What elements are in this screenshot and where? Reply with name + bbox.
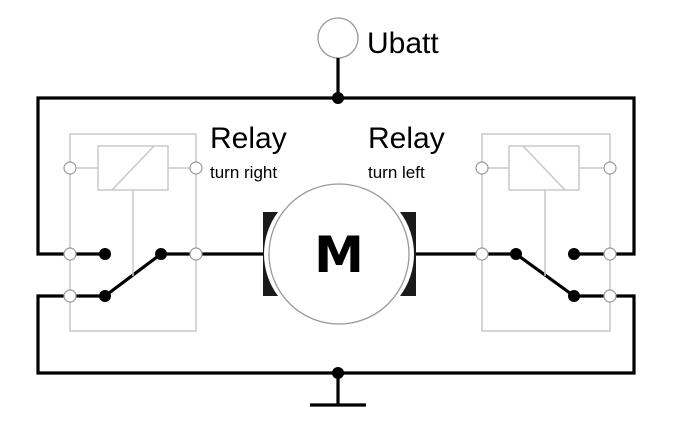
supply-label: Ubatt — [367, 27, 439, 60]
motor-brush-left — [263, 212, 278, 296]
contact-dots — [99, 92, 580, 379]
relay-right-coil-terminal-right — [189, 161, 203, 175]
relay-left-coil-diagonal — [522, 145, 566, 191]
supply-junction-dot — [332, 92, 344, 104]
relay-right-common-terminal — [189, 247, 203, 261]
relay-left-coil-terminal-right — [603, 161, 617, 175]
relay-left-nc-contact — [568, 248, 580, 260]
motor-label: M — [314, 226, 364, 284]
relay-left-common-terminal — [475, 247, 489, 261]
relay-right-common-contact — [155, 248, 167, 260]
relay-right-title: Relay — [210, 122, 287, 155]
relay-left-title: Relay — [368, 122, 445, 155]
relay-turn-right — [69, 133, 197, 332]
relay-left-common-contact — [510, 248, 522, 260]
relay-left-no-contact — [568, 290, 580, 302]
relay-left-housing — [481, 133, 611, 332]
relay-terminals — [63, 161, 617, 303]
relay-right-subtitle: turn right — [210, 163, 277, 182]
relay-right-no-contact — [99, 290, 111, 302]
relay-right-coil-terminal-left — [63, 161, 77, 175]
relay-right-nc-contact — [99, 248, 111, 260]
supply-terminal — [317, 17, 359, 59]
motor: M — [263, 183, 416, 325]
relay-turn-left — [481, 133, 611, 332]
relay-left-subtitle: turn left — [368, 163, 425, 182]
motor-brush-right — [400, 212, 416, 296]
motor-housing — [268, 183, 410, 325]
relay-left-coil-terminal-left — [475, 161, 489, 175]
relay-right-housing — [69, 133, 197, 332]
relay-left-nc-terminal — [603, 247, 617, 261]
ground-junction-dot — [332, 367, 344, 379]
relay-left-no-terminal — [603, 289, 617, 303]
relay-right-nc-terminal — [63, 247, 77, 261]
relay-right-no-terminal — [63, 289, 77, 303]
relay-right-coil-diagonal — [111, 145, 155, 191]
